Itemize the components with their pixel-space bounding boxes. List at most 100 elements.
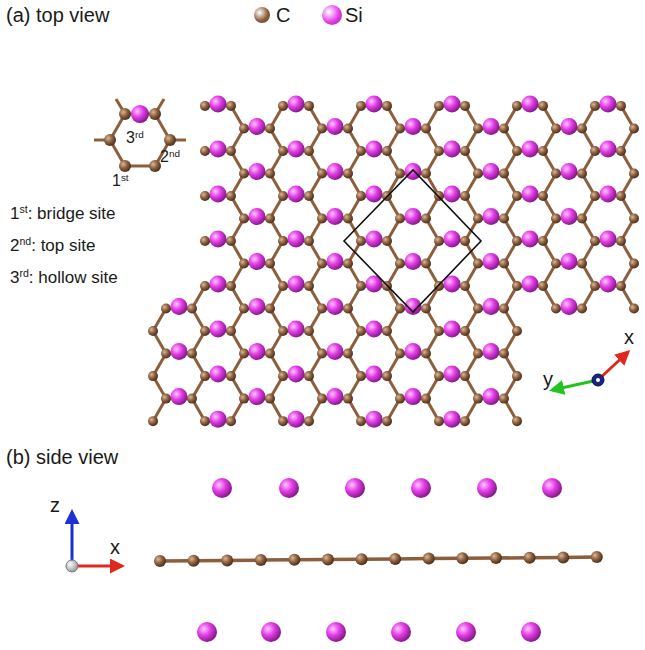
carbon-atom	[616, 101, 626, 111]
carbon-atom	[557, 551, 569, 563]
carbon-atom	[119, 160, 131, 172]
carbon-atom	[421, 213, 431, 223]
silicon-atom	[261, 622, 281, 642]
carbon-atom	[499, 168, 509, 178]
carbon-atom	[590, 281, 600, 291]
carbon-atom	[421, 394, 431, 404]
carbon-atom	[149, 160, 161, 172]
carbon-atom	[460, 326, 470, 336]
carbon-atom	[395, 259, 405, 269]
carbon-atom	[265, 259, 275, 269]
carbon-atom	[265, 394, 275, 404]
carbon-atom	[200, 281, 210, 291]
carbon-atom	[490, 552, 502, 564]
carbon-atom	[265, 168, 275, 178]
carbon-atom	[434, 416, 444, 426]
silicon-atom	[600, 140, 617, 157]
carbon-atom	[499, 349, 509, 359]
carbon-atom	[356, 416, 366, 426]
carbon-atom	[382, 416, 392, 426]
silicon-atom	[249, 253, 266, 270]
silicon-atom	[405, 253, 422, 270]
carbon-atom	[226, 416, 236, 426]
y-axis-arrow	[552, 380, 598, 390]
carbon-atom	[499, 123, 509, 133]
carbon-atom	[421, 168, 431, 178]
carbon-atom	[161, 304, 171, 314]
carbon-atom	[265, 213, 275, 223]
silicon-atom	[288, 185, 305, 202]
carbon-atom	[629, 213, 639, 223]
top-axes	[552, 352, 628, 390]
silicon-atom	[444, 140, 461, 157]
carbon-atom	[434, 371, 444, 381]
carbon-atom	[239, 213, 249, 223]
silicon-atom	[522, 140, 539, 157]
silicon-atom	[288, 95, 305, 112]
silicon-atom	[456, 622, 476, 642]
silicon-atom	[366, 140, 383, 157]
carbon-atom	[423, 553, 435, 565]
carbon-atom	[460, 416, 470, 426]
silicon-atom	[366, 321, 383, 338]
carbon-atom	[434, 236, 444, 246]
carbon-atom	[499, 394, 509, 404]
silicon-atom	[171, 388, 188, 405]
carbon-atom	[200, 416, 210, 426]
carbon-atom	[304, 326, 314, 336]
carbon-atom	[288, 554, 300, 566]
carbon-atom	[278, 191, 288, 201]
carbon-atom	[395, 213, 405, 223]
carbon-atom	[356, 326, 366, 336]
carbon-atom	[278, 236, 288, 246]
carbon-atom	[538, 101, 548, 111]
carbon-atom	[356, 281, 366, 291]
silicon-atom	[279, 478, 299, 498]
silicon-atom	[600, 185, 617, 202]
carbon-atom	[304, 281, 314, 291]
carbon-atom	[255, 554, 267, 566]
carbon-atom	[577, 304, 587, 314]
carbon-atom	[226, 236, 236, 246]
carbon-atom	[577, 259, 587, 269]
carbon-atom	[382, 236, 392, 246]
carbon-atom	[382, 146, 392, 156]
silicon-atom	[483, 163, 500, 180]
carbon-atom	[187, 304, 197, 314]
x-axis-arrow	[72, 565, 122, 568]
carbon-atom	[317, 259, 327, 269]
silicon-atom	[249, 298, 266, 315]
carbon-atom	[499, 259, 509, 269]
silicon-atom	[366, 411, 383, 428]
carbon-atom	[278, 371, 288, 381]
carbon-atom	[278, 326, 288, 336]
carbon-atom	[161, 394, 171, 404]
carbon-atom	[434, 326, 444, 336]
silicon-atom	[327, 253, 344, 270]
carbon-atom	[382, 371, 392, 381]
carbon-atom	[473, 394, 483, 404]
silicon-atom	[210, 185, 227, 202]
carbon-atom	[460, 281, 470, 291]
carbon-atom	[356, 101, 366, 111]
carbon-atom	[317, 394, 327, 404]
silicon-atom	[171, 298, 188, 315]
carbon-atom	[343, 349, 353, 359]
carbon-atom	[421, 349, 431, 359]
carbon-atom	[512, 371, 522, 381]
silicon-atom	[249, 163, 266, 180]
silicon-atom	[522, 95, 539, 112]
carbon-atom	[512, 416, 522, 426]
carbon-atom	[343, 168, 353, 178]
carbon-atom	[395, 304, 405, 314]
carbon-atom	[389, 553, 401, 565]
silicon-atom	[542, 478, 562, 498]
unit-cell	[344, 170, 481, 312]
carbon-atom	[317, 304, 327, 314]
silicon-atom	[288, 140, 305, 157]
silicon-atom	[249, 388, 266, 405]
axis-label: z	[50, 494, 60, 517]
carbon-atom	[460, 146, 470, 156]
silicon-atom	[405, 163, 422, 180]
